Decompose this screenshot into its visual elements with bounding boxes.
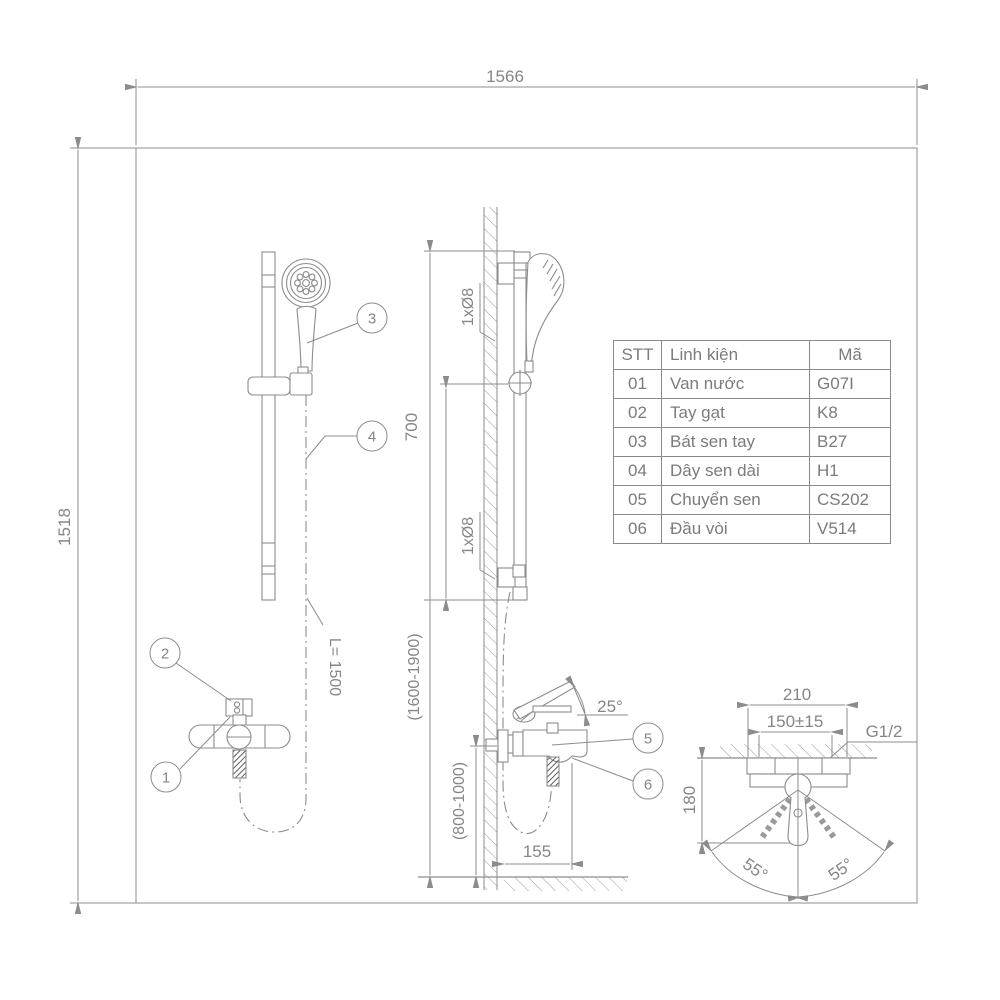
col-header-stt: STT — [613, 340, 662, 370]
drawing-frame — [135, 147, 918, 904]
table-row: 01 Van nước G07I — [613, 369, 891, 399]
table-row: 06 Đầu vòi V514 — [613, 514, 891, 544]
table-row: 05 Chuyển sen CS202 — [613, 485, 891, 515]
wall-inlet — [485, 738, 499, 752]
callout-2-circle — [149, 637, 181, 669]
col-header-code: Mã — [809, 340, 891, 370]
hand-shower-side-profile — [525, 253, 565, 365]
dim-overall-width-label: 1566 — [486, 67, 524, 86]
hose-side-view — [502, 591, 553, 835]
detail-view-mixer-bottom: G1/2 210 150±15 55° 55° 1 — [680, 685, 917, 902]
mixer-handle-block — [225, 698, 253, 717]
callout-4-label: 4 — [368, 429, 376, 446]
callout-5-circle — [632, 722, 664, 754]
hose-front-view — [239, 395, 307, 833]
parts-table: STT Linh kiện Mã 01 Van nước G07I 02 Tay… — [613, 340, 891, 544]
dim-overall-height: 1518 — [55, 137, 136, 914]
dim-rail-height-label: (1600-1900) — [406, 633, 423, 720]
lever-angle-label: 25° — [597, 697, 623, 716]
hole-note-lower-label: 1xØ8 — [460, 517, 477, 555]
table-row: 04 Dây sen dài H1 — [613, 456, 891, 486]
callout-4-circle — [356, 420, 388, 452]
hand-shower-head — [281, 258, 331, 308]
hand-shower-handle — [296, 305, 317, 372]
dim-slide-range-label: 700 — [402, 413, 421, 441]
hose-length-label: L= 1500 — [326, 638, 343, 696]
callout-5-label: 5 — [644, 731, 652, 748]
mixer-lever-side — [513, 680, 576, 720]
parts-table-header-row: STT Linh kiện Mã — [613, 340, 891, 370]
dim-mixer-height-label: (800-1000) — [451, 762, 468, 840]
front-view-slide-bar — [239, 251, 331, 833]
dim-body-width-label: 210 — [783, 685, 811, 704]
front-view-mixer — [188, 698, 291, 779]
callout-3-circle — [356, 302, 388, 334]
col-header-name: Linh kiện — [661, 340, 810, 370]
callout-2-label: 2 — [161, 646, 169, 663]
callout-6-label: 6 — [644, 777, 652, 794]
callouts-front: 2 1 3 4 L= 1500 — [149, 302, 388, 793]
dim-spout-drop-label: 180 — [680, 786, 699, 814]
dim-inlet-spacing-label: 150±15 — [767, 712, 824, 731]
inlet-block-right — [821, 757, 851, 775]
callout-1-label: 1 — [162, 770, 170, 787]
dim-overall-width: 1566 — [125, 67, 928, 145]
mixer-outlet-thread — [232, 749, 247, 779]
side-view-wall — [418, 207, 628, 891]
callouts-side: 5 6 — [551, 722, 664, 800]
mixer-outlet-thread-side — [546, 756, 560, 787]
inlet-block-left — [746, 757, 776, 775]
table-row: 02 Tay gạt K8 — [613, 398, 891, 428]
side-view-slide-bar — [497, 251, 565, 835]
table-row: 03 Bát sen tay B27 — [613, 427, 891, 457]
callout-3-label: 3 — [368, 311, 376, 328]
floor-hatch — [504, 877, 627, 891]
side-view-dimensions: (1600-1900) 700 (800-1000) 155 1xØ8 1xØ8 — [402, 240, 583, 888]
rail-top-bracket — [497, 262, 515, 285]
rail-side — [513, 251, 527, 601]
side-view-mixer: 25° — [485, 675, 628, 787]
thread-size-label: G1/2 — [866, 722, 903, 741]
slider-holder — [247, 366, 313, 396]
callout-1-circle — [150, 761, 182, 793]
callout-6-circle — [632, 768, 664, 800]
slide-rail — [261, 251, 276, 601]
hole-note-upper-label: 1xØ8 — [460, 288, 477, 326]
dim-overall-height-label: 1518 — [55, 508, 74, 546]
mixer-flange-side — [497, 729, 509, 763]
dim-spout-reach-label: 155 — [523, 842, 551, 861]
diverter-knob — [546, 722, 559, 734]
